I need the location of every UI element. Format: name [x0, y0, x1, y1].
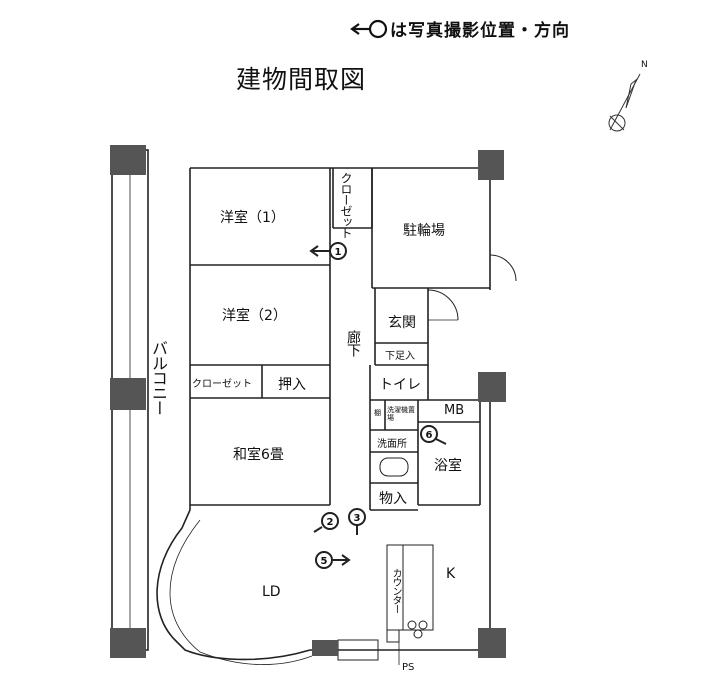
ps-label: PS: [402, 662, 415, 673]
column: [312, 640, 338, 656]
room-ld: LD: [262, 584, 281, 600]
photo-marker-2-label: 2: [327, 517, 334, 528]
column: [110, 628, 146, 658]
legend-text: は写真撮影位置・方向: [390, 21, 570, 41]
photo-marker-2: [313, 512, 339, 533]
room-yokushitsu: 浴室: [434, 458, 462, 474]
legend-arrow-icon: [350, 19, 388, 39]
photo-marker-6-label: 6: [426, 430, 433, 441]
column: [478, 150, 504, 180]
room-chorinjo: 駐輪場: [403, 223, 445, 239]
room-rouka: 廊下: [345, 330, 361, 356]
room-closet-top: クローゼット: [339, 172, 353, 238]
photo-marker-6: [420, 425, 447, 445]
photo-marker-5: [315, 551, 351, 569]
room-closet-left: クローゼット: [192, 379, 252, 390]
counter-label: カウンター: [390, 568, 401, 613]
room-oshiire: 押入: [278, 377, 306, 393]
room-sentakuki: 洗濯機置場: [387, 406, 415, 422]
room-shitaashi: 下足入: [385, 351, 415, 362]
room-tana: 棚: [374, 409, 381, 417]
column: [110, 378, 146, 410]
balcony-label: バルコニー: [149, 340, 168, 415]
room-washitsu: 和室6畳: [233, 447, 284, 463]
room-genkan: 玄関: [388, 315, 416, 331]
column: [478, 372, 506, 402]
legend: は写真撮影位置・方向: [348, 16, 570, 41]
column: [478, 628, 506, 658]
north-label: N: [641, 60, 648, 70]
photo-marker-3-label: 3: [354, 513, 361, 524]
photo-marker-5-label: 5: [321, 556, 328, 567]
room-yoshitsu-2: 洋室（2）: [222, 308, 287, 324]
photo-marker-3: [348, 508, 366, 535]
room-toilet: トイレ: [379, 377, 421, 393]
room-mb: MB: [444, 403, 465, 418]
plan-title: 建物間取図: [236, 65, 367, 94]
compass-icon: [608, 73, 641, 132]
room-senmenjo: 洗面所: [377, 439, 407, 450]
room-monoire: 物入: [379, 491, 407, 507]
room-k: K: [446, 566, 456, 582]
photo-marker-1-label: 1: [335, 247, 342, 258]
photo-marker-1: [309, 242, 347, 260]
column: [110, 145, 146, 175]
room-yoshitsu-1: 洋室（1）: [220, 210, 285, 226]
